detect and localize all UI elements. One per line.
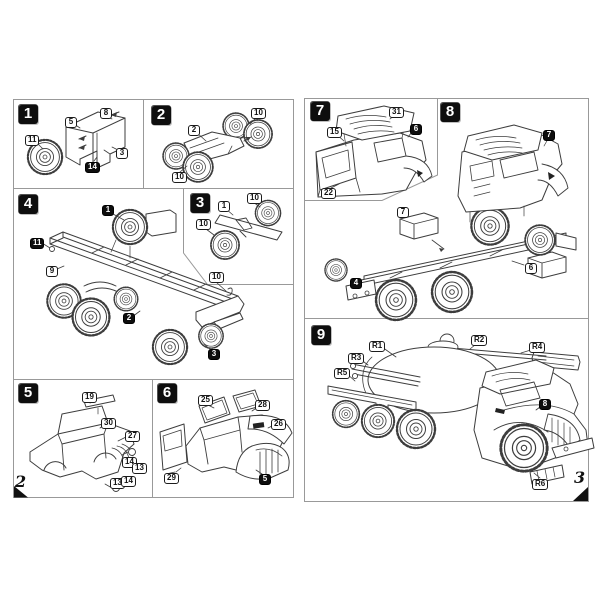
callout-part-15: 15 xyxy=(327,127,342,138)
callout-part-10: 10 xyxy=(172,172,187,183)
callout-part-10: 10 xyxy=(247,193,262,204)
callout-part-R4: R4 xyxy=(529,342,546,353)
callout-part-30: 30 xyxy=(101,418,116,429)
callout-part-1: 1 xyxy=(218,201,230,212)
callout-part-3: 3 xyxy=(116,148,128,159)
callout-assembly-14: 14 xyxy=(85,162,100,173)
page-3-corner-mark xyxy=(573,487,588,501)
callout-part-11: 11 xyxy=(25,135,40,146)
callout-part-5: 5 xyxy=(65,117,77,128)
callout-part-R3: R3 xyxy=(348,353,365,364)
callout-part-14: 14 xyxy=(121,476,136,487)
callout-part-R1: R1 xyxy=(369,341,386,352)
page-left-number: 2 xyxy=(15,472,27,491)
callout-part-9: 9 xyxy=(46,266,58,277)
callout-part-29: 29 xyxy=(164,473,179,484)
step-9-number: 9 xyxy=(311,325,331,345)
callout-part-R6: R6 xyxy=(532,479,549,490)
step-3-number: 3 xyxy=(190,193,210,213)
step-1-number: 1 xyxy=(18,104,38,124)
callout-part-28: 28 xyxy=(255,400,270,411)
callout-part-10: 10 xyxy=(196,219,211,230)
callout-assembly-11: 11 xyxy=(30,238,45,249)
callout-part-27: 27 xyxy=(125,431,140,442)
step-8-illustration xyxy=(324,124,577,322)
callout-part-14: 14 xyxy=(122,457,137,468)
callout-part-13: 13 xyxy=(132,463,147,474)
step-4-illustration xyxy=(41,208,245,366)
callout-part-2: 2 xyxy=(188,125,200,136)
callout-part-R2: R2 xyxy=(471,335,488,346)
callout-part-26: 26 xyxy=(271,419,286,430)
step-2-number: 2 xyxy=(151,105,171,125)
callout-part-10: 10 xyxy=(251,108,266,119)
step-5-number: 5 xyxy=(18,383,38,403)
callout-part-22: 22 xyxy=(321,188,336,199)
callout-part-10: 10 xyxy=(209,272,224,283)
callout-part-7: 7 xyxy=(397,207,409,218)
step-8-number: 8 xyxy=(440,102,460,122)
step-2-illustration xyxy=(162,112,273,183)
callout-part-31: 31 xyxy=(389,107,404,118)
callout-assembly-4: 4 xyxy=(350,278,362,289)
callout-part-R5: R5 xyxy=(334,368,351,379)
callout-part-25: 25 xyxy=(198,395,213,406)
callout-assembly-2: 2 xyxy=(123,313,135,324)
callout-assembly-5: 5 xyxy=(259,474,271,485)
callout-part-8: 8 xyxy=(100,108,112,119)
step-4-number: 4 xyxy=(18,194,38,214)
callout-assembly-3: 3 xyxy=(208,349,220,360)
step-6-number: 6 xyxy=(157,383,177,403)
page-right-number: 3 xyxy=(574,468,586,487)
callout-assembly-6: 6 xyxy=(410,124,422,135)
callout-assembly-1: 1 xyxy=(102,205,114,216)
callout-assembly-8: 8 xyxy=(539,399,551,410)
callout-assembly-7: 7 xyxy=(543,130,555,141)
step-9-illustration xyxy=(327,333,595,485)
page-2-corner-mark xyxy=(14,486,28,498)
callout-part-19: 19 xyxy=(82,392,97,403)
callout-part-6: 6 xyxy=(525,263,537,274)
step-7-number: 7 xyxy=(310,101,330,121)
